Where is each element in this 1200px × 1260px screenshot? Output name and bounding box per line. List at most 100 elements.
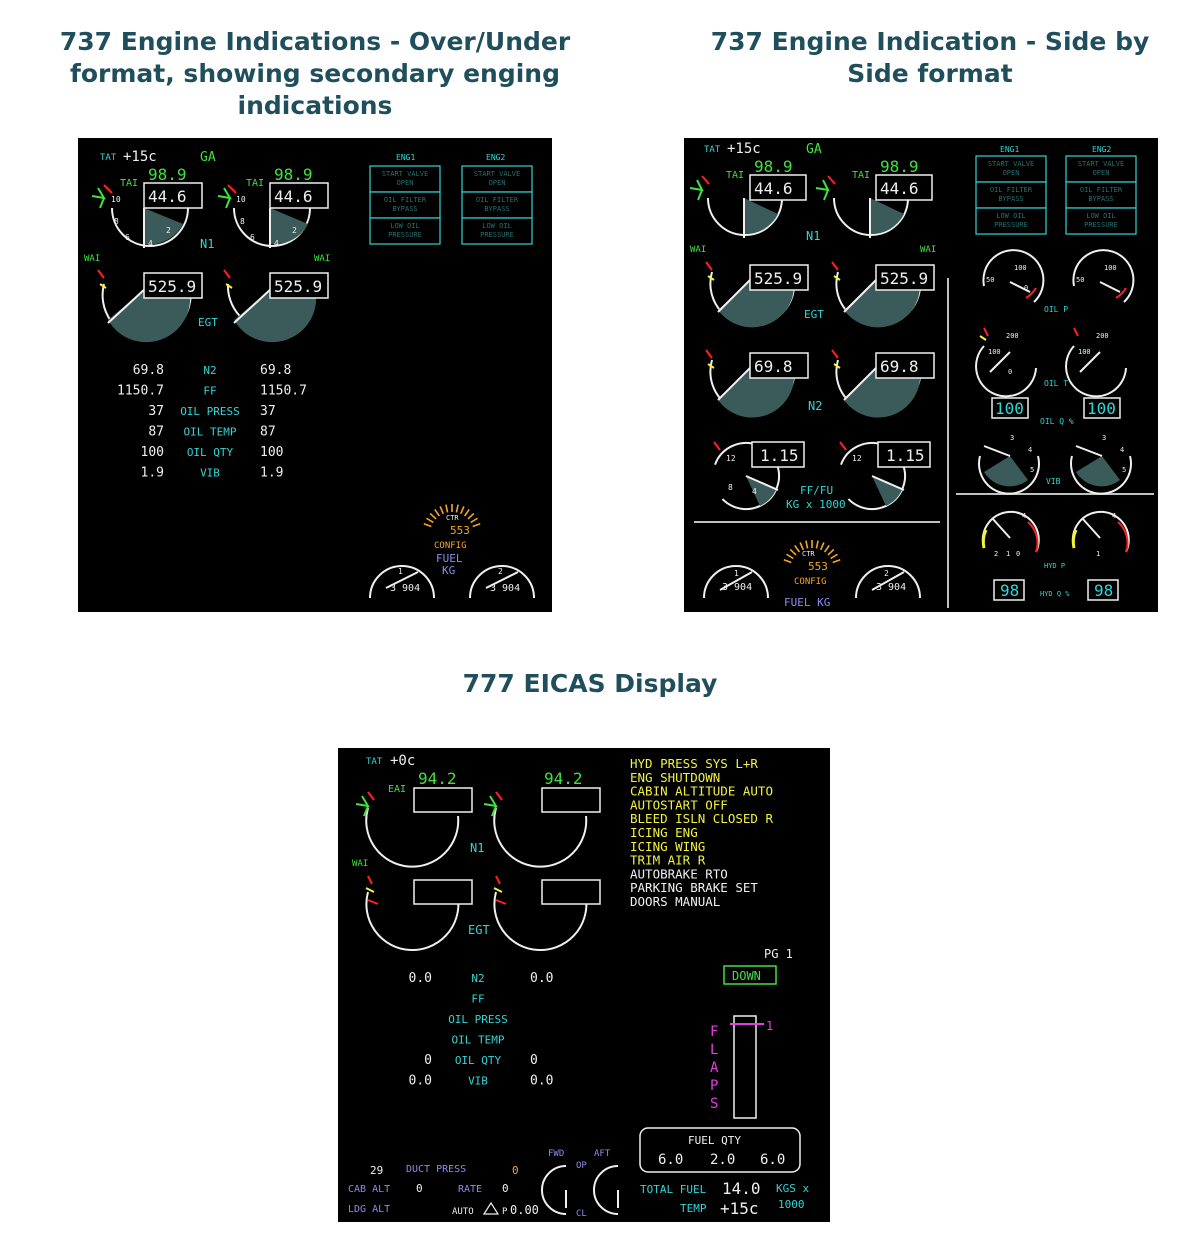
svg-text:12: 12 (726, 454, 736, 463)
alert-message: TRIM AIR R (630, 853, 706, 868)
svg-text:50: 50 (1076, 276, 1084, 284)
panel-777-eicas: TAT +0c EAI 94.2 94.2 N1 WAI EGT HYD PRE… (338, 748, 830, 1222)
alert-text: PRESSURE (388, 231, 422, 239)
param-label: OIL QTY (455, 1054, 502, 1067)
tat-label: TAT (100, 153, 117, 163)
egt-box-left (143, 272, 203, 299)
n1-gauge-right: 10 8 6 4 2 (217, 184, 311, 248)
wai-right: WAI (314, 254, 330, 264)
alert-text: LOW OIL (1086, 212, 1116, 220)
oil-t-gauge-right: 200 100 (1065, 327, 1127, 398)
svg-text:10: 10 (111, 195, 121, 204)
n1-gauge-right (483, 791, 588, 868)
svg-text:8: 8 (728, 483, 733, 492)
eng2-label: ENG2 (486, 153, 505, 162)
alert-text: OIL FILTER (990, 186, 1033, 194)
vib-gauge-right: 3 4 5 (1070, 434, 1132, 495)
n1-box-right (269, 182, 329, 209)
svg-text:3: 3 (1010, 434, 1014, 442)
fuel-gauge-1: 1 3 904 (369, 565, 435, 599)
n1-value-right: 44.6 (880, 179, 919, 198)
tat-label: TAT (704, 145, 721, 155)
total-fuel-value: 14.0 (722, 1179, 761, 1198)
alert-text: PRESSURE (994, 221, 1028, 229)
svg-text:5: 5 (1030, 466, 1034, 474)
fuel-qty-ctr: 2.0 (710, 1152, 735, 1168)
svg-text:100: 100 (1078, 348, 1091, 356)
ff-unit: KG x 1000 (786, 498, 846, 511)
svg-text:8: 8 (240, 217, 245, 226)
alert-text: OIL FILTER (476, 196, 519, 204)
egt-gauge-right (493, 875, 588, 952)
svg-text:4: 4 (1120, 446, 1124, 454)
n1-box-right (541, 787, 601, 813)
param-label: OIL PRESS (448, 1013, 508, 1026)
tai-right: TAI (246, 178, 264, 189)
hyd-q-left: 98 (1000, 581, 1019, 600)
svg-text:200: 200 (1096, 332, 1109, 340)
param-value-right: 1.9 (260, 466, 283, 481)
tai-left: TAI (726, 170, 744, 181)
egt-label: EGT (198, 316, 218, 329)
svg-text:2: 2 (994, 550, 998, 558)
svg-text:1: 1 (1096, 550, 1100, 558)
svg-text:CTR: CTR (802, 550, 815, 558)
svg-text:0: 0 (1024, 284, 1028, 292)
auto-label: AUTO (452, 1207, 474, 1217)
param-value-left: 1150.7 (117, 384, 164, 399)
alert-box (1065, 181, 1137, 209)
param-value-left: 37 (148, 404, 164, 419)
svg-text:2: 2 (498, 567, 503, 576)
ff-value-right: 1.15 (886, 446, 925, 465)
fuel-qty-label: FUEL QTY (688, 1134, 741, 1147)
param-label: N2 (471, 972, 484, 985)
svg-text:12: 12 (852, 454, 862, 463)
hyd-p-label: HYD P (1044, 562, 1065, 570)
egt-gauge-left (365, 875, 460, 952)
egt-value-left: 525.9 (754, 269, 802, 288)
alert-message: ENG SHUTDOWN (630, 770, 720, 785)
n2-value-right: 69.8 (880, 357, 919, 376)
alert-text: LOW OIL (996, 212, 1026, 220)
param-value-left: 69.8 (133, 363, 164, 378)
param-label: OIL TEMP (452, 1034, 505, 1047)
alert-text: LOW OIL (482, 222, 512, 230)
hyd-p-gauge-right: 1 4 (1071, 510, 1130, 558)
fuel-gauge-2: 2 3 904 (855, 565, 921, 599)
svg-text:3 904: 3 904 (722, 582, 752, 593)
alert-text: START VALVE (474, 170, 520, 178)
gear-indicator (723, 965, 777, 985)
rate-value: 0 (502, 1182, 509, 1195)
oil-t-label: OIL T (1044, 379, 1068, 388)
param-value-left: 100 (141, 445, 164, 460)
egt-value-left: 525.9 (148, 277, 196, 296)
svg-text:4: 4 (1028, 446, 1032, 454)
param-label: VIB (468, 1075, 488, 1088)
oil-p-gauge-right: 50 100 (1072, 249, 1135, 303)
delta-p-label: P (502, 1207, 508, 1217)
svg-text:CTR: CTR (446, 514, 459, 522)
n1-box-left (413, 787, 473, 813)
fuel-unit: KGS x (776, 1182, 809, 1195)
n1-cmd-left: 98.9 (148, 165, 187, 184)
param-label: OIL PRESS (180, 405, 240, 418)
svg-text:3 904: 3 904 (390, 583, 420, 594)
duct-press-value: 0 (512, 1164, 519, 1177)
param-value-left: 1.9 (141, 466, 164, 481)
svg-text:200: 200 (1006, 332, 1019, 340)
hyd-p-gauge-left: 2 1 0 4 (981, 510, 1040, 558)
egt-gauge-left (97, 269, 192, 343)
wai-left: WAI (690, 245, 706, 255)
oil-q-right: 100 (1087, 399, 1116, 418)
cab-alt-label: CAB ALT (348, 1184, 390, 1195)
fuel-gauge-2: 2 3 904 (469, 565, 535, 599)
svg-text:2: 2 (292, 226, 297, 235)
alert-box (975, 155, 1047, 183)
outflow-valve-aft (593, 1165, 619, 1215)
heading-777-eicas: 777 EICAS Display (462, 669, 718, 698)
flaps-indicator (733, 1015, 757, 1119)
outflow-op-label: OP (576, 1161, 587, 1171)
